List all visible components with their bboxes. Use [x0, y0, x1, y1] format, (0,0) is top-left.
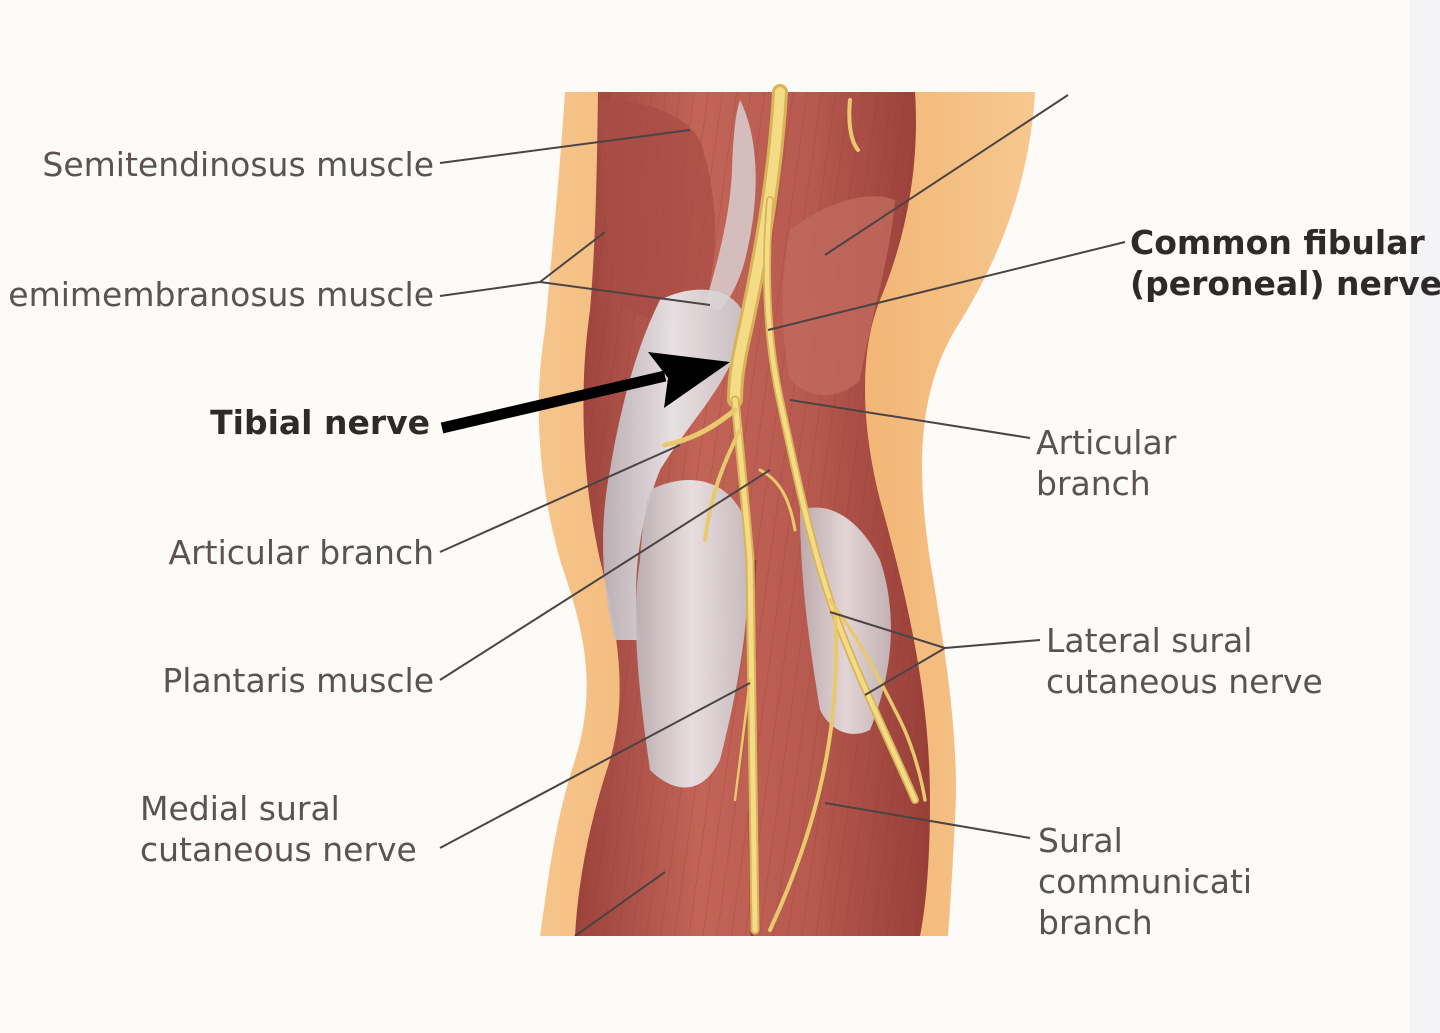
label-plantaris-muscle: Plantaris muscle [162, 661, 434, 700]
label-line: cutaneous nerve [1046, 662, 1323, 701]
tibial-nerve-arrow [440, 352, 730, 434]
nerves [662, 84, 927, 935]
label-sural-communicating-branch: Sural communicati branch [1038, 820, 1252, 943]
label-line: (peroneal) nerve [1130, 264, 1440, 303]
label-line: branch [1036, 464, 1151, 503]
label-line: cutaneous nerve [140, 830, 417, 869]
biceps-femoris-belly [782, 196, 895, 395]
label-line: branch [1038, 903, 1153, 942]
label-medial-sural-cutaneous-nerve: Medial sural cutaneous nerve [140, 788, 417, 870]
label-line: communicati [1038, 862, 1253, 901]
label-articular-branch-right: Articular branch [1036, 422, 1176, 504]
semitendinosus-belly [600, 100, 715, 324]
label-line: Common fibular [1130, 223, 1425, 262]
bottom-margin [0, 936, 1440, 1033]
label-lateral-sural-cutaneous-nerve: Lateral sural cutaneous nerve [1046, 620, 1323, 702]
leader-lines [439, 94, 1126, 937]
label-line: Medial sural [140, 789, 340, 828]
label-articular-branch-left: Articular branch [168, 533, 434, 572]
label-line: Sural [1038, 821, 1123, 860]
label-line: Lateral sural [1046, 621, 1253, 660]
right-edge-strip [1410, 0, 1440, 1033]
label-semimembranosus-muscle: emimembranosus muscle [8, 275, 434, 314]
fascia-strip [705, 100, 756, 310]
label-tibial-nerve: Tibial nerve [210, 403, 430, 442]
medial-gastrocnemius-head [635, 480, 749, 788]
label-semitendinosus-muscle: Semitendinosus muscle [42, 145, 434, 184]
label-line: Articular [1036, 423, 1177, 462]
label-common-fibular-nerve: Common fibular (peroneal) nerve [1130, 222, 1440, 304]
